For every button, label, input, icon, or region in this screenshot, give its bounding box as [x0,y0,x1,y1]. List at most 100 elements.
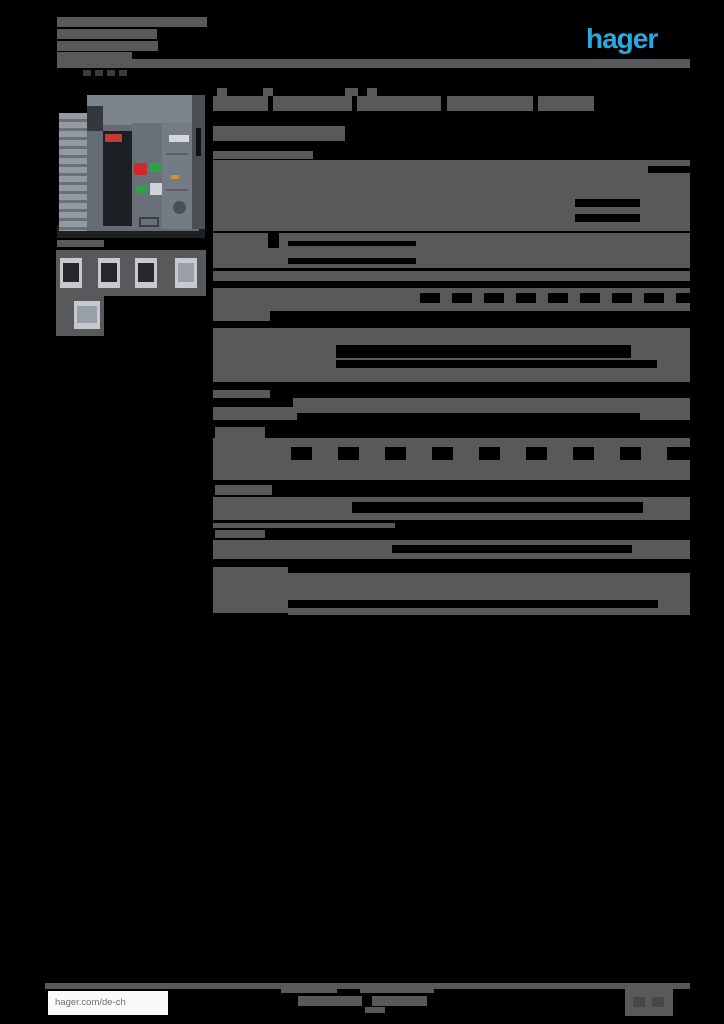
accessory-glyph [101,263,117,282]
accessory-thumbnail-4 [175,258,197,288]
accessory-glyph [178,263,194,282]
leader-gap [420,293,440,303]
breaker-top-cap [87,95,199,125]
redacted-header-line [57,41,158,51]
breaker-mid-panel [132,123,162,229]
breaker-oi-indicator [105,134,122,142]
redacted-leader-row [213,288,690,311]
redacted-section-heading [213,151,313,159]
leader-gap [612,293,632,303]
paragraph-gap [648,166,690,173]
redacted-text-line [293,398,690,407]
leader-gap [573,447,594,460]
leader-gap [484,293,504,303]
leader-gap [338,447,359,460]
breaker-nameplate [169,135,189,142]
page-number-mark [633,997,645,1007]
redacted-header-sub [107,70,115,76]
leader-gap [516,293,536,303]
redacted-header-sub [119,70,127,76]
breaker-side-mechanism [59,113,89,231]
accessory-thumbnail-5 [74,301,100,329]
redacted-text-line [213,271,690,281]
redacted-title-ascender [217,88,227,97]
product-photo-circuit-breaker [57,93,205,238]
accessory-glyph [77,306,97,323]
breaker-green-button [150,163,161,172]
accessory-glyph [138,263,154,282]
redacted-page-title [213,96,594,111]
breaker-white-label [150,183,163,195]
title-word-gap [352,96,357,111]
accessory-thumbnail-3 [135,258,157,288]
redacted-header-line [57,52,132,60]
redacted-title-ascender [345,88,358,97]
title-word-gap [533,96,538,111]
leader-gap [580,293,600,303]
redacted-footer-text [372,996,427,1006]
leader-gap [385,447,406,460]
footer-url-box: hager.com/de-ch [48,991,168,1015]
breaker-amber-mark [171,175,179,179]
redacted-title-ascender [263,88,273,97]
leader-gap [548,293,568,303]
leader-gap [291,447,312,460]
paragraph-gap [288,258,416,264]
accessory-thumbnail-1 [60,258,82,288]
redacted-footer-text [365,1007,385,1013]
header-rule [57,59,690,68]
row-gap [392,545,632,553]
breaker-panel-line [166,153,188,155]
redacted-photo-caption [57,240,104,247]
paragraph-gap [336,360,657,368]
breaker-edge-strip [192,95,205,229]
redacted-header-sub [83,70,91,76]
redacted-label [213,311,270,321]
redacted-footer-text [298,996,362,1006]
leader-gap [667,447,690,460]
breaker-dial [173,201,186,214]
redacted-title-ascender [367,88,377,97]
breaker-panel-line [166,189,188,191]
leader-gap [644,293,664,303]
redacted-label [213,390,270,398]
redacted-label [215,485,272,495]
redacted-label [215,530,265,538]
leader-gap [479,447,500,460]
breaker-edge-slot [196,128,201,156]
redacted-text-line [213,523,395,528]
breaker-green-button-2 [136,185,148,193]
leader-gap [526,447,547,460]
redacted-header-sub [95,70,103,76]
leader-gap [676,293,690,303]
accessory-glyph [63,263,79,282]
breaker-corner-notch [87,106,103,131]
redacted-header-line [57,29,157,39]
paragraph-gap [288,241,416,246]
breaker-red-button [134,163,147,175]
redacted-row [288,573,690,615]
paragraph-gap [297,413,640,420]
redacted-label [215,427,265,438]
paragraph-gap [575,199,640,207]
redacted-label-block [213,567,288,613]
hager-logo: hager [586,23,658,54]
redacted-subtitle [213,126,345,141]
redacted-footer-text [360,985,434,993]
paragraph-gap [575,214,640,222]
leader-gap [432,447,453,460]
leader-gap [620,447,641,460]
redacted-footer-text [281,985,337,993]
breaker-dark-window [103,131,132,226]
title-word-gap [441,96,447,111]
paragraph-gap [336,345,631,358]
breaker-bottom-port [139,217,159,227]
row-gap [288,600,658,608]
accessory-thumbnail-2 [98,258,120,288]
title-word-gap [268,96,273,111]
redacted-header-line [57,17,207,27]
redacted-paragraph [213,233,690,268]
leader-gap [452,293,472,303]
paragraph-gap [268,233,279,248]
